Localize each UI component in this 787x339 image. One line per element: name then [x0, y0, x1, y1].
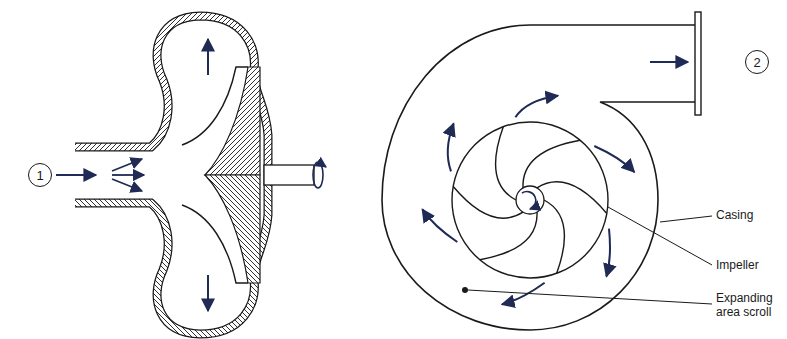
callout-number: 2: [753, 56, 760, 69]
callout-number: 1: [36, 169, 43, 182]
callout-circle: 2: [745, 50, 769, 74]
side-section: [56, 16, 326, 334]
part-label: Impeller: [716, 258, 759, 272]
front-view: [382, 12, 712, 330]
part-label: Casing: [716, 208, 753, 222]
part-label: Expanding area scroll: [716, 291, 780, 320]
callout-circle: 1: [28, 163, 52, 187]
